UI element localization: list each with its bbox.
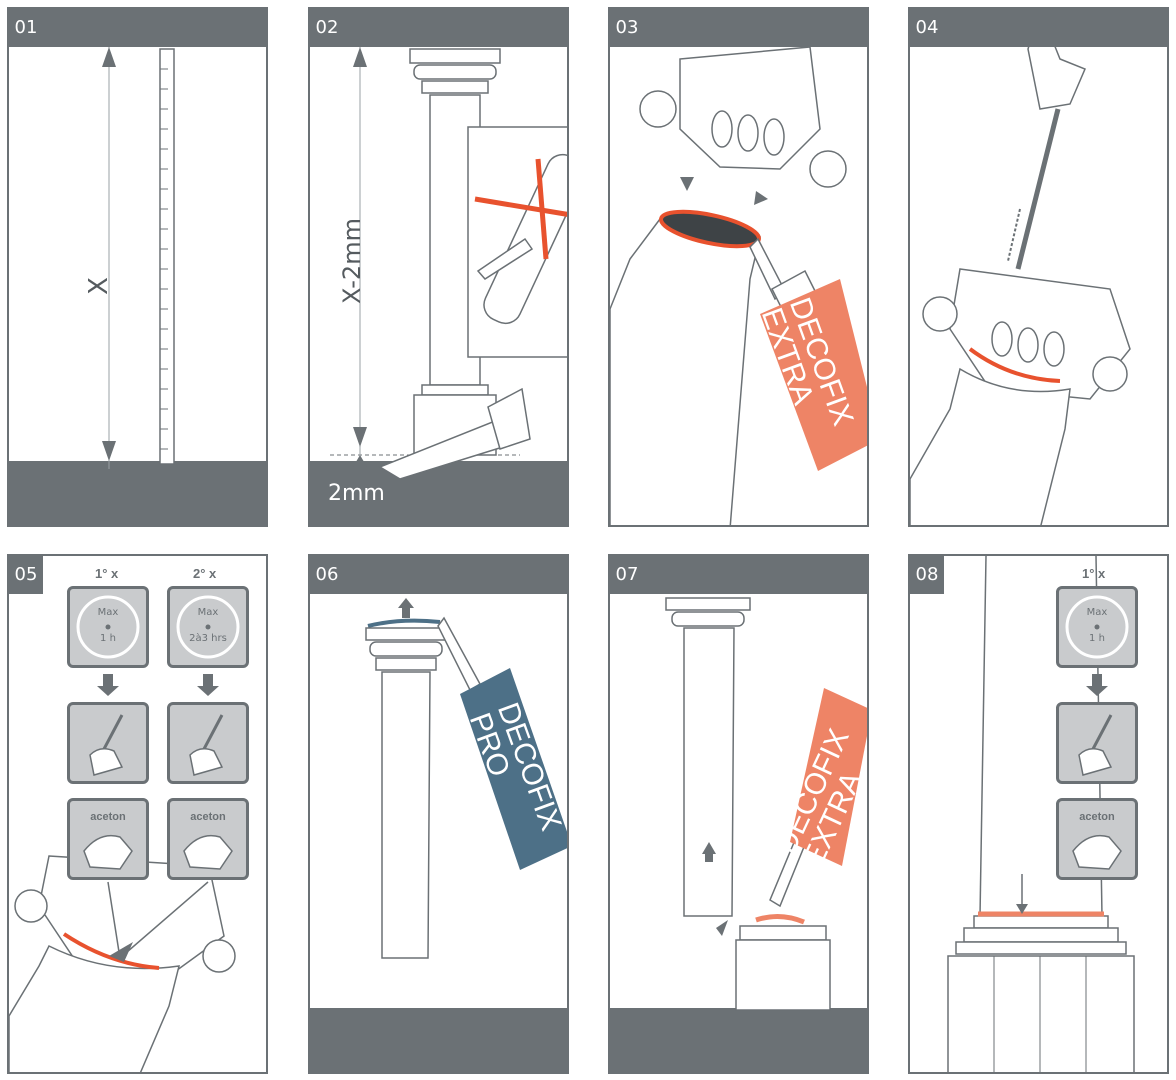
timer-box-2: Max 2à3 hrs — [167, 586, 249, 668]
clock-max: Max — [170, 607, 246, 618]
step-panel-04: 04 — [908, 7, 1169, 527]
scraper-hand-icon — [70, 705, 146, 781]
step-number: 05 — [9, 556, 43, 594]
wipe-hand-icon — [70, 801, 146, 877]
measure-label: X — [84, 266, 114, 306]
screw-capital-illustration — [910, 9, 1169, 527]
step-panel-02: 02 X-2mm 2mm — [308, 7, 569, 527]
cleaning-box-2: aceton — [167, 798, 249, 880]
step-number: 07 — [610, 556, 644, 594]
step-number: 03 — [610, 9, 644, 47]
glue-capital-illustration — [610, 9, 869, 527]
measure-label: X-2mm — [338, 211, 366, 311]
scraper-box — [1056, 702, 1138, 784]
step-number: 01 — [9, 9, 43, 47]
panel-header-bar — [610, 9, 867, 47]
scraper-box-1 — [67, 702, 149, 784]
step-panel-03: 03 DECOFIX EXTRA — [608, 7, 869, 527]
panel-header-bar — [9, 9, 266, 47]
step-number: 08 — [910, 556, 944, 594]
offset-label: 2mm — [328, 481, 385, 506]
cleaning-box-1: aceton — [67, 798, 149, 880]
panel-header-bar — [310, 9, 567, 47]
step-panel-06: 06 DECOFIX PRO — [308, 554, 569, 1074]
step-number: 04 — [910, 9, 944, 47]
step-panel-08: 08 1° x Max 1 h aceton — [908, 554, 1169, 1074]
clock-icon — [1059, 589, 1135, 665]
scraper-box-2 — [167, 702, 249, 784]
pass-label-1: 1° x — [1082, 566, 1105, 581]
clock-max: Max — [70, 607, 146, 618]
wipe-hand-icon — [170, 801, 246, 877]
scraper-hand-icon — [1059, 705, 1135, 781]
pass-label-2: 2° x — [193, 566, 216, 581]
clock-time: 2à3 hrs — [170, 633, 246, 644]
timer-box: Max 1 h — [1056, 586, 1138, 668]
pass-label-1: 1° x — [95, 566, 118, 581]
measuring-illustration — [9, 9, 268, 527]
clock-time: 1 h — [1059, 633, 1135, 644]
panel-header-bar — [610, 556, 867, 594]
panel-header-bar — [310, 556, 567, 594]
step-panel-01: 01 X — [7, 7, 268, 527]
wipe-hand-icon — [1059, 801, 1135, 877]
clock-time: 1 h — [70, 633, 146, 644]
step-number: 02 — [310, 9, 344, 47]
clock-icon — [170, 589, 246, 665]
scraper-hand-icon — [170, 705, 246, 781]
clock-max: Max — [1059, 607, 1135, 618]
clock-icon — [70, 589, 146, 665]
step-number: 06 — [310, 556, 344, 594]
step-panel-07: 07 DECOFIX EXTRA — [608, 554, 869, 1074]
step-panel-05: 05 1° x 2° x Max 1 h Max 2à3 hrs — [7, 554, 268, 1074]
timer-box-1: Max 1 h — [67, 586, 149, 668]
panel-header-bar — [910, 9, 1167, 47]
cleaning-box: aceton — [1056, 798, 1138, 880]
